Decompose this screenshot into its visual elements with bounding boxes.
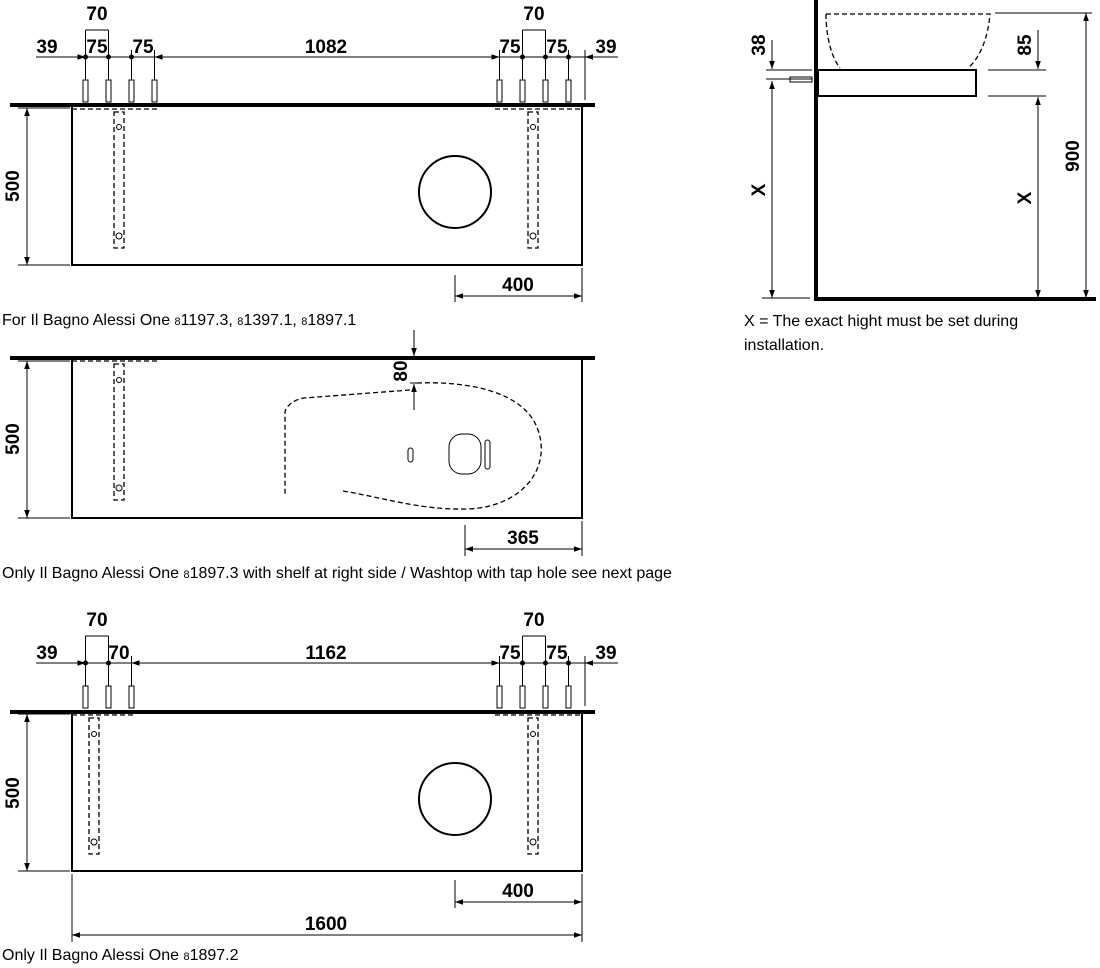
top-dim-75-r2: 75: [546, 37, 568, 58]
mid-cabinet: [71, 358, 583, 519]
mid-screw-lower: [115, 484, 123, 492]
side-dim-x-right: X: [1015, 191, 1036, 204]
bot-dim-1600: 1600: [305, 914, 347, 935]
bot-support-right: [527, 717, 539, 855]
middle-drawing: 80 500 365 Only Il Bagno Alessi One 8189…: [2, 330, 672, 582]
mid-dim-80: 80: [391, 360, 412, 381]
mid-screw-upper: [116, 377, 122, 383]
top-caption: For Il Bagno Alessi One 81197.3, 81397.1…: [2, 312, 356, 329]
top-dim-75-l1: 75: [86, 37, 108, 58]
bot-screw-left-lower: [90, 838, 98, 846]
side-view: 38 X 85 X 900 X = The exact hight must b…: [744, 0, 1096, 354]
side-bowl: [825, 13, 991, 69]
top-screw-right-lower: [529, 232, 537, 240]
bot-dim-75-r1: 75: [499, 643, 521, 664]
bot-dim-400: 400: [502, 881, 534, 902]
top-dim-500: 500: [3, 170, 24, 202]
top-drawing: 70 70 39 75 75 1082 75 75 39 500 400 For: [2, 4, 618, 329]
top-basin-hole: [418, 155, 492, 229]
bot-dim-70-left: 70: [108, 643, 129, 664]
mid-basin-outer: [342, 382, 542, 510]
bot-screw-right-lower: [529, 838, 537, 846]
mid-dim-365: 365: [507, 528, 539, 549]
bot-dim-500: 500: [3, 777, 24, 809]
bot-cabinet: [71, 712, 583, 872]
top-dim-400: 400: [502, 275, 534, 296]
bot-dim-1162: 1162: [305, 643, 346, 664]
side-note-line-2: installation.: [744, 337, 824, 354]
top-screw-left-lower: [115, 232, 123, 240]
bot-dim-39-left: 39: [36, 643, 57, 664]
bot-dim-75-r2: 75: [546, 643, 568, 664]
bot-screw-left-upper: [91, 731, 97, 737]
top-dim-70-left: 70: [86, 4, 107, 25]
top-cabinet: [71, 105, 583, 266]
top-screw-right-upper: [530, 124, 536, 130]
top-screw-left-upper: [116, 124, 122, 130]
top-dim-39-right: 39: [595, 37, 616, 58]
top-dim-70-right: 70: [523, 4, 544, 25]
top-dim-1082: 1082: [305, 37, 347, 58]
bot-dim-70-right: 70: [523, 610, 544, 631]
mid-slot: [407, 447, 414, 463]
side-countertop: [817, 69, 977, 97]
top-dim-39-left: 39: [36, 37, 57, 58]
top-dim-75-r1: 75: [499, 37, 521, 58]
mid-caption: Only Il Bagno Alessi One 81897.3 with sh…: [2, 565, 672, 582]
top-dim-dots: [83, 54, 571, 60]
bot-screw-right-upper: [530, 731, 536, 737]
side-dim-900: 900: [1063, 140, 1084, 172]
side-dim-85: 85: [1015, 34, 1036, 56]
mid-basin-inner: [284, 389, 411, 494]
top-support-left: [113, 111, 125, 249]
top-dim-75-l2: 75: [132, 37, 154, 58]
top-support-right: [527, 111, 539, 249]
top-anchor-bolts: [82, 79, 572, 103]
side-dim-38: 38: [749, 34, 770, 55]
bot-dim-39-right: 39: [595, 643, 616, 664]
bot-dim-70-top-left: 70: [86, 610, 107, 631]
bot-support-left: [88, 717, 100, 855]
bot-caption: Only Il Bagno Alessi One 81897.2: [2, 947, 239, 964]
bot-basin-hole: [418, 762, 492, 836]
mid-drain: [448, 433, 482, 475]
side-dim-x-left: X: [749, 183, 770, 196]
mid-overflow: [484, 439, 491, 470]
bottom-drawing: 70 70 39 70 1162 75 75 39 500 400 1600: [2, 610, 618, 964]
bot-anchor-bolts: [82, 685, 572, 709]
side-note-line-1: X = The exact hight must be set during: [744, 313, 1018, 330]
mid-dim-500: 500: [3, 423, 24, 455]
bot-dim-dots: [83, 660, 571, 666]
mid-support-left: [113, 363, 125, 501]
